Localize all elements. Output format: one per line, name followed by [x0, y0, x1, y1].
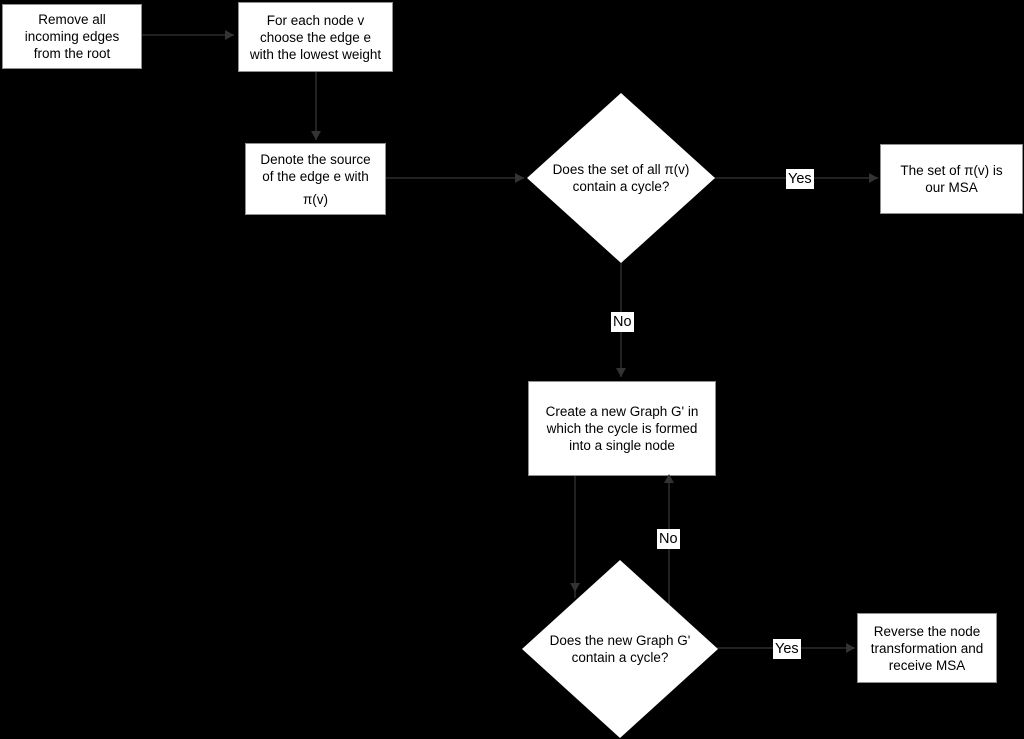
arrowhead-icon [515, 173, 524, 183]
arrowhead-icon [869, 173, 878, 183]
edge-label-no-bottom: No [657, 529, 680, 549]
arrowhead-icon [664, 474, 674, 483]
arrowhead-icon [846, 643, 855, 653]
node-text: Create a new Graph G' in which the cycle… [545, 404, 699, 453]
edge-label-yes-top: Yes [786, 169, 814, 189]
node-text: Remove all incoming edges from the root [24, 12, 120, 61]
arrowhead-icon [570, 583, 580, 592]
node-text: Reverse the node transformation and rece… [870, 623, 984, 673]
node-remove-root-edges: Remove all incoming edges from the root [2, 4, 142, 69]
connector-denote-to-cycle1 [386, 177, 524, 179]
connector-remove-to-choose [142, 34, 234, 36]
node-text: Denote the source of the edge e with [260, 151, 371, 184]
node-denote-source: Denote the source of the edge e with π(v… [245, 143, 386, 215]
node-text: For each node v choose the edge e with t… [249, 12, 382, 62]
node-create-graph: Create a new Graph G' in which the cycle… [528, 381, 716, 476]
node-text: The set of π(v) is our MSA [900, 163, 1003, 195]
decision-cycle-check-1: Does the set of all π(v) contain a cycle… [527, 93, 715, 263]
decision-text: Does the set of all π(v) contain a cycle… [552, 162, 690, 194]
connector-create-to-cycle2 [574, 476, 576, 598]
decision-cycle-check-2: Does the new Graph G' contain a cycle? [522, 560, 718, 738]
arrowhead-icon [616, 368, 626, 377]
connector-choose-to-denote [315, 72, 317, 140]
pi-v-symbol: π(v) [302, 191, 329, 207]
node-msa-result: The set of π(v) is our MSA [880, 144, 1023, 214]
decision-text: Does the new Graph G' contain a cycle? [549, 633, 691, 665]
edge-label-no-top: No [611, 312, 634, 332]
arrowhead-icon [225, 30, 234, 40]
edge-label-yes-bottom: Yes [773, 639, 801, 659]
node-choose-lowest-edge: For each node v choose the edge e with t… [238, 2, 393, 72]
node-reverse-transformation: Reverse the node transformation and rece… [857, 613, 997, 683]
arrowhead-icon [311, 131, 321, 140]
